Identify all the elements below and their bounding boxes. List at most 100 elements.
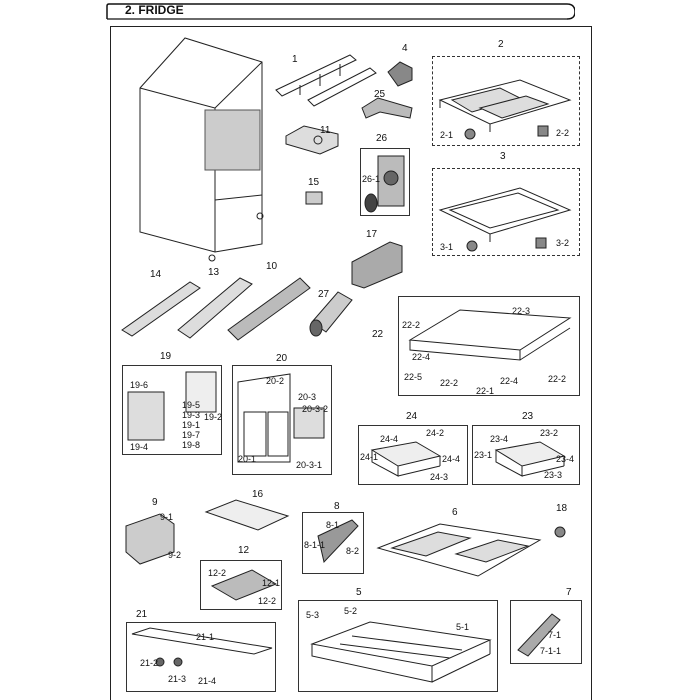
label-part-21-4: 21-4 [198, 676, 217, 686]
part-18-illustration [554, 526, 566, 538]
label-part-5: 5 [356, 587, 362, 598]
label-part-1: 1 [292, 54, 298, 65]
group-box-5 [298, 600, 498, 692]
section-title: 2. FRIDGE [125, 3, 184, 17]
label-part-19-6: 19-6 [130, 380, 149, 390]
label-part-23-2: 23-2 [540, 428, 559, 438]
label-part-23-4b: 23-4 [556, 454, 575, 464]
label-part-23-1: 23-1 [474, 450, 493, 460]
label-part-22-4a: 22-4 [412, 352, 431, 362]
label-part-5-2: 5-2 [344, 606, 358, 616]
label-part-7-1-1: 7-1-1 [540, 646, 562, 656]
label-part-12-2a: 12-2 [208, 568, 227, 578]
label-part-19-4: 19-4 [130, 442, 149, 452]
label-part-7-1: 7-1 [548, 630, 562, 640]
label-part-5-3: 5-3 [306, 610, 320, 620]
label-part-3: 3 [500, 151, 506, 162]
label-part-21: 21 [136, 609, 148, 620]
label-part-22-2b: 22-2 [440, 378, 459, 388]
label-part-27: 27 [318, 289, 330, 300]
label-part-12-2b: 12-2 [258, 596, 277, 606]
label-part-24-4a: 24-4 [380, 434, 399, 444]
label-part-3-1: 3-1 [440, 242, 454, 252]
label-part-2-1: 2-1 [440, 130, 454, 140]
label-part-16: 16 [252, 489, 264, 500]
part-12-illustration [210, 569, 278, 601]
label-part-20-1: 20-1 [238, 454, 257, 464]
label-part-19-1: 19-1 [182, 420, 201, 430]
label-part-18: 18 [556, 503, 568, 514]
label-part-20-3-1: 20-3-1 [296, 460, 323, 470]
part-16-illustration [204, 499, 290, 531]
label-part-19-7: 19-7 [182, 430, 201, 440]
fridge-cabinet-illustration [139, 37, 264, 262]
part-1-rails [275, 54, 377, 107]
part-5-drawer [310, 621, 492, 683]
label-part-9-2: 9-2 [168, 550, 182, 560]
group-box-7 [510, 600, 582, 664]
label-part-14: 14 [150, 269, 162, 280]
label-part-26-1: 26-1 [362, 174, 381, 184]
label-part-7: 7 [566, 587, 572, 598]
part-19-illustration [127, 371, 217, 441]
label-part-22-1: 22-1 [476, 386, 495, 396]
group-box-23 [472, 425, 580, 485]
label-part-17: 17 [366, 229, 378, 240]
part-13-illustration [177, 277, 253, 339]
label-part-20: 20 [276, 353, 288, 364]
group-box-26 [360, 148, 410, 216]
part-4-illustration [387, 61, 413, 87]
group-box-20 [232, 365, 332, 475]
part-21-illustration [131, 627, 273, 667]
label-part-11: 11 [320, 125, 331, 136]
label-part-23-4a: 23-4 [490, 434, 509, 444]
group-box-19 [122, 365, 222, 455]
label-part-23: 23 [522, 411, 534, 422]
label-part-23-3: 23-3 [544, 470, 563, 480]
part-11-illustration [285, 125, 339, 155]
label-part-8-1: 8-1 [326, 520, 340, 530]
label-part-3-2: 3-2 [556, 238, 570, 248]
label-part-19-2: 19-2 [204, 412, 223, 422]
label-part-20-2: 20-2 [266, 376, 285, 386]
label-part-5-1: 5-1 [456, 622, 470, 632]
label-part-21-2: 21-2 [140, 658, 159, 668]
label-part-24-4b: 24-4 [442, 454, 461, 464]
label-part-19-3: 19-3 [182, 410, 201, 420]
group-box-22 [398, 296, 580, 396]
part-22-shelf [408, 309, 572, 361]
part-9-illustration [125, 513, 175, 565]
label-part-26: 26 [376, 133, 388, 144]
label-part-12-1: 12-1 [262, 578, 281, 588]
label-part-15: 15 [308, 177, 320, 188]
part-7-illustration [517, 613, 561, 657]
label-part-24-3: 24-3 [430, 472, 449, 482]
label-part-19-8: 19-8 [182, 440, 201, 450]
label-part-4: 4 [402, 43, 408, 54]
section-header: 2. FRIDGE [105, 3, 576, 20]
label-part-22-2c: 22-2 [548, 374, 567, 384]
label-part-22: 22 [372, 329, 384, 340]
label-part-20-3-2: 20-3-2 [302, 404, 329, 414]
label-part-8-2: 8-2 [346, 546, 360, 556]
label-part-8: 8 [334, 501, 340, 512]
label-part-19: 19 [160, 351, 172, 362]
part-17-illustration [351, 241, 403, 289]
part-26-illustration [364, 155, 405, 213]
group-box-8 [302, 512, 364, 574]
label-part-22-2a: 22-2 [402, 320, 421, 330]
label-part-19-5: 19-5 [182, 400, 201, 410]
group-box-3 [432, 168, 580, 256]
part-8-illustration [317, 519, 359, 564]
label-part-25: 25 [374, 89, 386, 100]
diagram-frame [110, 26, 592, 700]
label-part-20-3: 20-3 [298, 392, 317, 402]
label-part-6: 6 [452, 507, 458, 518]
label-part-24-2: 24-2 [426, 428, 445, 438]
group-box-24 [358, 425, 468, 485]
label-part-24: 24 [406, 411, 418, 422]
label-part-22-4b: 22-4 [500, 376, 519, 386]
part-24-bin [370, 441, 442, 477]
group-box-21 [126, 622, 276, 692]
